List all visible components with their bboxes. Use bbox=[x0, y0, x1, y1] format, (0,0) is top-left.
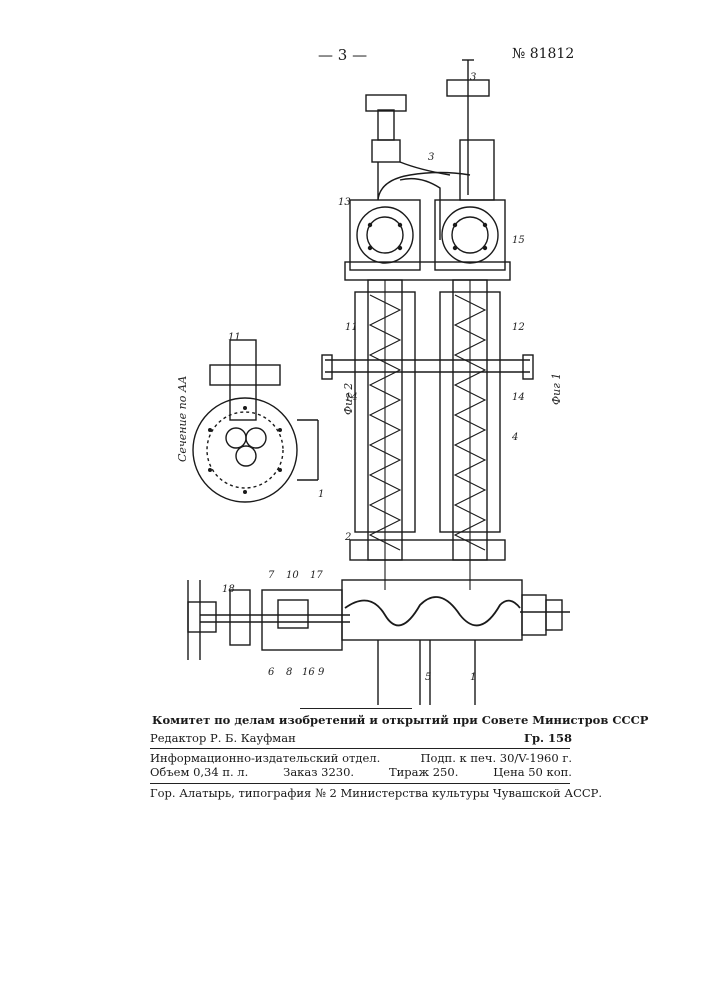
left-top-fitting bbox=[366, 95, 406, 111]
svg-text:6: 6 bbox=[268, 667, 275, 678]
svg-text:9: 9 bbox=[318, 667, 325, 678]
svg-text:18: 18 bbox=[222, 584, 235, 595]
editor-row: Редактор Р. Б. Кауфман Гр. 158 bbox=[150, 733, 572, 745]
svg-text:17: 17 bbox=[310, 570, 323, 581]
svg-text:8: 8 bbox=[286, 667, 292, 678]
imprint-separator bbox=[300, 708, 412, 709]
svg-text:3: 3 bbox=[470, 72, 476, 83]
imprint-rule-2 bbox=[150, 783, 570, 784]
svg-text:11: 11 bbox=[228, 332, 241, 343]
fig1-label: Фиг 1 bbox=[550, 373, 563, 405]
order: Заказ 3230. bbox=[283, 767, 354, 779]
bottom-plate bbox=[350, 540, 505, 560]
left-flange bbox=[357, 207, 413, 263]
drive-housing bbox=[262, 590, 342, 650]
committee-line: Комитет по делам изобретений и открытий … bbox=[152, 715, 574, 727]
section-view-circle bbox=[193, 398, 297, 502]
volume: Объем 0,34 п. л. bbox=[150, 767, 248, 779]
department-row: Информационно-издательский отдел. Подп. … bbox=[150, 753, 572, 765]
top-plate bbox=[345, 262, 510, 280]
svg-text:14: 14 bbox=[512, 392, 525, 403]
signed: Подп. к печ. 30/V-1960 г. bbox=[421, 753, 572, 765]
svg-text:11: 11 bbox=[345, 322, 358, 333]
svg-text:5: 5 bbox=[425, 672, 431, 683]
department: Информационно-издательский отдел. bbox=[150, 753, 380, 765]
svg-text:4: 4 bbox=[511, 432, 518, 443]
svg-text:7: 7 bbox=[268, 570, 275, 581]
svg-text:2: 2 bbox=[344, 532, 351, 543]
svg-text:1: 1 bbox=[318, 489, 324, 500]
section-label: Сечение по АА bbox=[176, 376, 189, 462]
svg-text:12: 12 bbox=[512, 322, 525, 333]
svg-text:10: 10 bbox=[286, 570, 299, 581]
svg-text:14: 14 bbox=[345, 392, 358, 403]
price: Цена 50 коп. bbox=[493, 767, 572, 779]
svg-text:1: 1 bbox=[470, 672, 476, 683]
svg-text:15: 15 bbox=[512, 235, 525, 246]
technical-drawing: Сечение по АА Фиг 1 Фиг 2 3 3 13 15 11 1… bbox=[0, 0, 707, 710]
svg-text:13: 13 bbox=[338, 197, 351, 208]
imprint-rule-1 bbox=[150, 748, 570, 749]
circulation: Тираж 250. bbox=[389, 767, 458, 779]
screw-helices bbox=[370, 280, 485, 590]
part-number-labels: 3 3 13 15 11 14 12 14 4 2 11 1 7 10 17 1… bbox=[222, 72, 525, 683]
printer-line: Гор. Алатырь, типография № 2 Министерств… bbox=[150, 788, 572, 800]
right-flange bbox=[442, 207, 498, 263]
group: Гр. 158 bbox=[524, 733, 572, 745]
bottom-housing bbox=[342, 580, 522, 640]
volume-row: Объем 0,34 п. л. Заказ 3230. Тираж 250. … bbox=[150, 767, 572, 779]
svg-text:3: 3 bbox=[428, 152, 434, 163]
svg-text:16: 16 bbox=[302, 667, 315, 678]
editor: Редактор Р. Б. Кауфман bbox=[150, 733, 296, 745]
